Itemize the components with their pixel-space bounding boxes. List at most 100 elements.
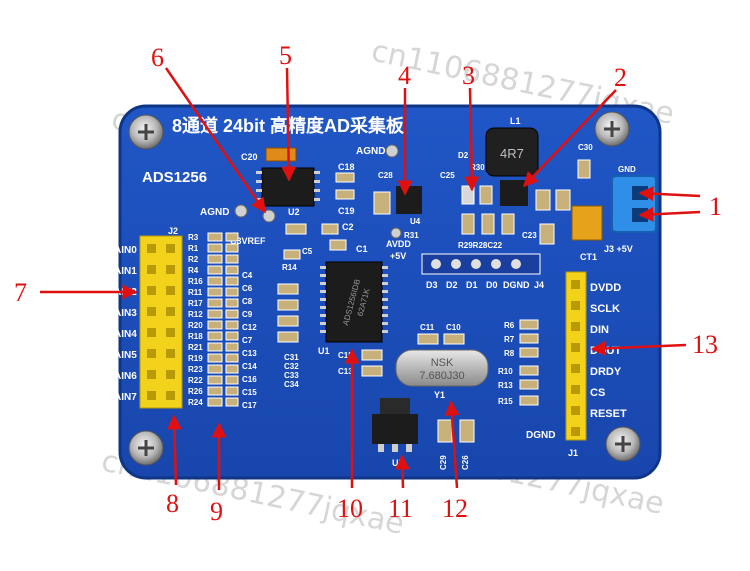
c2-label: C2 <box>342 222 354 232</box>
smd-resistor <box>207 386 223 396</box>
ain-label: AIN3 <box>114 308 137 319</box>
c5-label: C5 <box>302 247 313 256</box>
smd-resistor <box>207 298 223 308</box>
c23-label: C23 <box>522 231 537 240</box>
cap-label-c34: C34 <box>284 380 299 389</box>
j4-pin-label: D2 <box>446 280 458 290</box>
callout-arrows <box>40 67 701 490</box>
smd-resistor <box>283 249 301 260</box>
smd-resistor <box>207 331 223 341</box>
crystal-frequency: 7.680J30 <box>419 370 464 382</box>
resistor-label: R21 <box>188 343 203 352</box>
resistor-label: R6 <box>504 321 515 330</box>
capacitor-label: C15 <box>242 388 257 397</box>
resistor-label: R10 <box>498 367 513 376</box>
smd-capacitor <box>225 375 239 385</box>
callout-number: 2 <box>614 63 627 92</box>
mounting-screw-icon <box>594 111 630 147</box>
j1-pin-label: RESET <box>590 408 627 420</box>
smd-capacitor <box>577 159 591 179</box>
c11-label: C11 <box>420 323 435 332</box>
smd-capacitor <box>443 333 465 345</box>
resistor-label: R15 <box>498 397 513 406</box>
u1-label: U1 <box>318 346 330 356</box>
callout-number: 3 <box>462 61 475 90</box>
u4-label: U4 <box>410 217 421 226</box>
j1-pin-label: DVDD <box>590 282 621 294</box>
ain-label: AIN5 <box>114 350 137 361</box>
smd-capacitor <box>459 419 475 443</box>
smd-resistor <box>481 213 495 235</box>
power-ic <box>500 180 528 206</box>
c20-label: C20 <box>241 152 258 162</box>
smd-resistor <box>207 265 223 275</box>
smd-capacitor <box>225 276 239 286</box>
j1-pin-label: DIN <box>590 324 609 336</box>
j3-label: J3 +5V <box>604 244 633 254</box>
smd-capacitor <box>225 232 239 242</box>
j4-pin-label: DGND <box>503 280 530 290</box>
capacitor-label: C17 <box>242 401 257 410</box>
u4-chip <box>396 186 422 214</box>
smd-resistor <box>207 276 223 286</box>
smd-capacitor <box>329 239 347 251</box>
capacitor-label: C12 <box>242 323 257 332</box>
smd-capacitor <box>373 191 391 215</box>
right-resistor-stack <box>519 319 539 406</box>
capacitor-label: C9 <box>242 310 253 319</box>
smd-capacitor <box>501 213 515 235</box>
ain-label: AIN7 <box>114 392 137 403</box>
c28-label: C28 <box>378 171 393 180</box>
resistor-label: R11 <box>188 288 203 297</box>
tantalum-capacitor-ct1 <box>571 205 603 241</box>
smd-capacitor <box>335 172 355 183</box>
resistor-label: R7 <box>504 335 515 344</box>
callout-number: 4 <box>398 61 411 90</box>
j4-pin-label: D1 <box>466 280 478 290</box>
d2-top-label: D2 <box>458 151 469 160</box>
j2-input-header <box>139 235 183 409</box>
ain-label: AIN0 <box>114 245 137 256</box>
resistor-label: R19 <box>188 354 203 363</box>
smd-capacitor <box>225 254 239 264</box>
r30-label: R30 <box>470 163 485 172</box>
plus5v-label: +5V <box>390 251 406 261</box>
c1-label: C1 <box>356 244 368 254</box>
smd-capacitor <box>225 320 239 330</box>
board-model: ADS1256 <box>142 169 207 186</box>
resistor-label: R18 <box>188 332 203 341</box>
j3-power-connector <box>611 175 657 233</box>
y1-label: Y1 <box>434 390 445 400</box>
callout-number: 7 <box>14 278 27 307</box>
callout-number: 10 <box>337 494 363 523</box>
ain-label: AIN6 <box>114 371 137 382</box>
resistor-label: R22 <box>188 376 203 385</box>
capacitor-label: C14 <box>242 362 257 371</box>
smd-capacitor <box>539 223 555 245</box>
y1-crystal <box>395 349 489 387</box>
resistor-label: R13 <box>498 381 513 390</box>
c10-label: C10 <box>446 323 461 332</box>
j1-pin-label: CS <box>590 387 605 399</box>
resistor-label: R24 <box>188 398 203 407</box>
smd-capacitor <box>285 223 307 235</box>
test-point <box>262 209 276 223</box>
j1-pin-label: DGND <box>526 430 555 441</box>
resistor-label: R1 <box>188 244 199 253</box>
smd-capacitor <box>535 189 551 211</box>
callout-number: 8 <box>166 489 179 518</box>
callout-number: 11 <box>388 494 413 523</box>
smd-resistor <box>207 364 223 374</box>
capacitor-label: C7 <box>242 336 253 345</box>
avdd-label: AVDD <box>386 239 411 249</box>
u2-label: U2 <box>288 207 300 217</box>
resistor-label: R2 <box>188 255 199 264</box>
smd-capacitor <box>225 309 239 319</box>
c26-label: C26 <box>461 455 470 470</box>
smd-capacitor <box>225 397 239 407</box>
ain-label: AIN4 <box>114 329 137 340</box>
smd-capacitor <box>321 223 339 235</box>
smd-capacitor <box>361 365 383 377</box>
smd-capacitor <box>225 243 239 253</box>
